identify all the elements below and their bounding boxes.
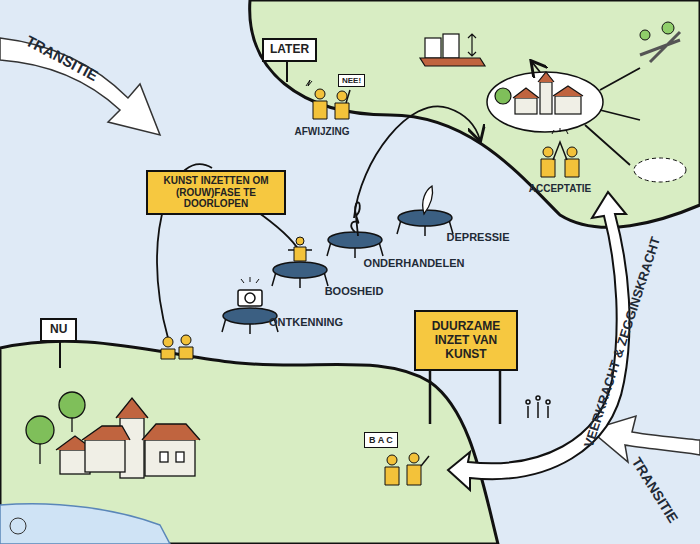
sign-box: NEE!: [338, 74, 365, 87]
sign-text: B A C: [369, 435, 393, 445]
sign-text: LATER: [270, 43, 309, 57]
sketch-label: DEPRESSIE: [447, 231, 510, 243]
sketch-label: ONTKENNING: [269, 316, 343, 328]
sketch-label: ACCEPTATIE: [529, 183, 591, 194]
sign-text: DUURZAME INZET VAN KUNST: [422, 320, 510, 361]
sign-box: LATER: [262, 38, 317, 62]
sign-text: KUNST INZETTEN OM (ROUW)FASE TE DOORLOPE…: [152, 175, 280, 210]
sign-box: DUURZAME INZET VAN KUNST: [414, 310, 518, 371]
sketch-label: ONDERHANDELEN: [364, 257, 465, 269]
sign-text: NU: [50, 323, 67, 337]
sketch-label: AFWIJZING: [295, 126, 350, 137]
sign-text: NEE!: [342, 76, 361, 85]
sign-box: KUNST INZETTEN OM (ROUW)FASE TE DOORLOPE…: [146, 170, 286, 215]
sign-box: NU: [40, 318, 77, 342]
sign-box: B A C: [364, 432, 398, 448]
sketch-label: BOOSHEID: [325, 285, 384, 297]
